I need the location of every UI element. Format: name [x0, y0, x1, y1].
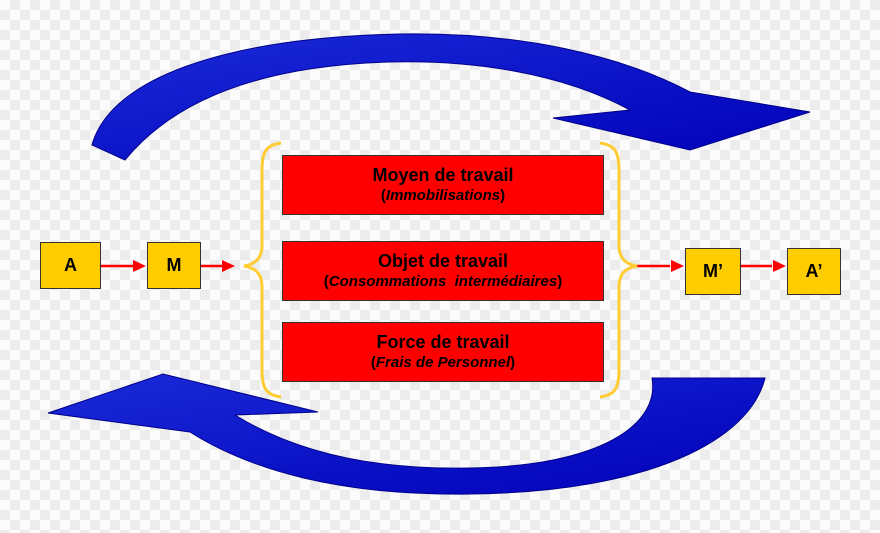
factor-force-de-travail: Force de travail (Frais de Personnel)	[282, 322, 604, 382]
right-brace	[599, 141, 638, 399]
connector-arrow-m-brace	[200, 260, 235, 272]
cycle-arrow-top	[91, 33, 811, 161]
factor-subtitle: (Immobilisations)	[380, 187, 506, 204]
factor-title: Force de travail	[376, 332, 510, 352]
factor-title: Objet de travail	[377, 251, 509, 271]
factor-title: Moyen de travail	[372, 165, 514, 185]
factor-subtitle: (Consommations intermédiaires)	[323, 273, 563, 290]
box-a-prime: A’	[787, 248, 841, 295]
left-brace	[243, 141, 282, 399]
connector-arrow-a-m	[100, 260, 146, 272]
factor-objet-de-travail: Objet de travail (Consommations interméd…	[282, 241, 604, 301]
connector-arrow-brace-mprime	[637, 260, 684, 272]
factor-subtitle: (Frais de Personnel)	[370, 354, 516, 371]
box-m: M	[147, 242, 201, 289]
box-m-prime: M’	[685, 248, 741, 295]
connector-arrow-mprime-aprime	[740, 260, 786, 272]
box-a: A	[40, 242, 101, 289]
cycle-arrow-bottom	[47, 373, 766, 495]
factor-moyen-de-travail: Moyen de travail (Immobilisations)	[282, 155, 604, 215]
